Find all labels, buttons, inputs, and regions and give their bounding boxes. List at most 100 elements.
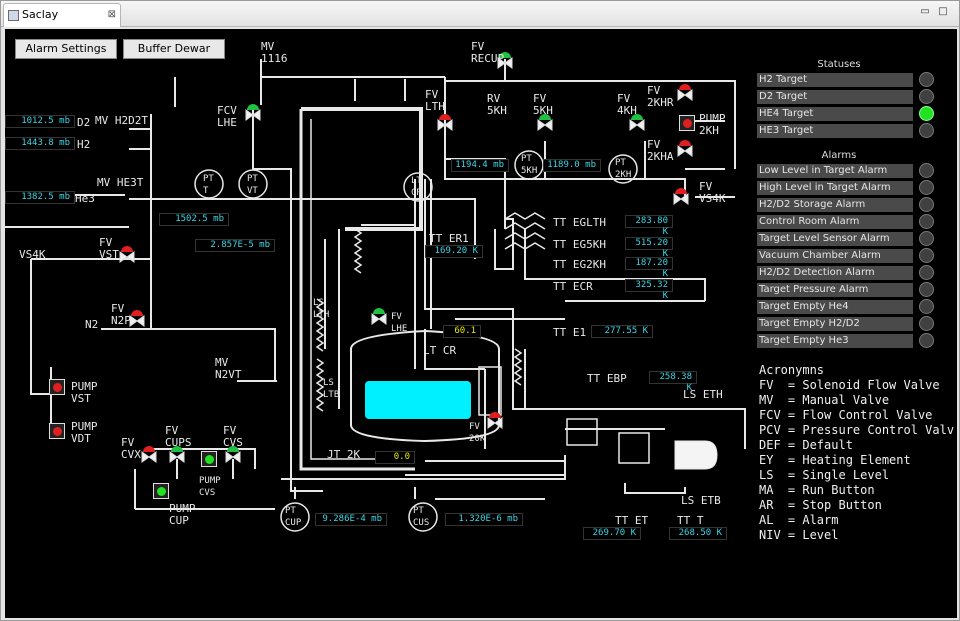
alarm-row: High Level in Target Alarm	[757, 181, 913, 195]
pt-cus-readout: 1.320E-6 mb	[445, 513, 523, 526]
alarm-row: Target Empty H2/D2	[757, 317, 913, 331]
acronym-entry: FCV = Flow Control Valve	[759, 408, 933, 422]
tt-er1-readout: 169.20 K	[425, 245, 483, 258]
close-icon[interactable]: ⊠	[107, 9, 116, 20]
fv-vs4k-label: FV VS4K	[699, 180, 726, 205]
status-row: HE4 Target	[757, 107, 913, 121]
alarm-indicator-icon	[919, 197, 934, 212]
acronym-entry: FV = Solenoid Flow Valve	[759, 378, 940, 392]
pt-5kh-label: PT 5KH	[521, 154, 538, 176]
alarms-title: Alarms	[821, 150, 857, 161]
jt2k-readout: 0.0	[375, 451, 415, 464]
valve-icon[interactable]	[677, 84, 693, 101]
pump-vst-button[interactable]	[49, 379, 65, 395]
pt-2kh-label: PT 2KH	[615, 158, 632, 180]
valve-icon[interactable]	[129, 310, 145, 327]
alarm-indicator-icon	[919, 316, 934, 331]
valve-icon[interactable]	[437, 114, 453, 131]
alarm-row: Control Room Alarm	[757, 215, 913, 229]
alarm-row: Vacuum Chamber Alarm	[757, 249, 913, 263]
fv-cvs-label: FV CVS	[223, 424, 243, 449]
ls-etb-label: LS ETB	[681, 494, 721, 507]
tt-eg2-label: TT EG2KH	[553, 258, 606, 271]
level-readout: 60.1	[443, 325, 481, 338]
pt-t-readout: 1502.5 mb	[159, 213, 229, 226]
pt-vt-readout: 2.857E-5 mb	[195, 239, 275, 252]
acronym-entry: AR = Stop Button	[759, 498, 882, 512]
fv-vst-label: FV VST	[99, 236, 119, 261]
d2-label: D2	[77, 116, 91, 129]
tt-er1-label: TT ER1	[429, 232, 469, 245]
alarm-row: Low Level in Target Alarm	[757, 164, 913, 178]
pt-cus-label: PT CUS	[413, 506, 430, 528]
valve-icon[interactable]	[371, 308, 387, 325]
mv-he3t-label: MV HE3T	[97, 176, 144, 189]
tt-ebp-label: TT EBP	[587, 372, 627, 385]
status-row: HE3 Target	[757, 124, 913, 138]
fv-cups-label: FV CUPS	[165, 424, 192, 449]
lt-cr-label: LT CR	[411, 176, 422, 198]
fv-4kh-label: FV 4KH	[617, 92, 637, 117]
pump-cup-button[interactable]	[153, 483, 169, 499]
jt2k-label: JT 2K	[327, 448, 361, 461]
tt-ecr-readout: 325.32 K	[625, 279, 673, 301]
pump-cvs-button[interactable]	[201, 451, 217, 467]
target-cell	[365, 381, 471, 419]
acronym-entry: AL = Alarm	[759, 513, 839, 527]
mv-h2d2t-label: MV H2D2T	[95, 114, 148, 127]
valve-icon[interactable]	[225, 446, 241, 463]
valve-icon[interactable]	[245, 104, 261, 121]
maximize-icon[interactable]: □	[938, 6, 948, 17]
acronym-entry: MV = Manual Valve	[759, 393, 890, 407]
view-icon	[8, 10, 19, 21]
buffer-dewar-button[interactable]: Buffer Dewar	[123, 39, 225, 59]
pt-vt-label: PT VT	[247, 174, 258, 196]
pump-2kh-button[interactable]	[679, 115, 695, 131]
valve-icon[interactable]	[141, 446, 157, 463]
fv-n2p-label: FV N2P	[111, 302, 131, 327]
tt-egl-label: TT EGLTH	[553, 216, 606, 229]
mv-n2vt-label: MV N2VT	[215, 356, 242, 381]
status-indicator-icon	[919, 89, 934, 104]
valve-icon[interactable]	[119, 246, 135, 263]
lt-cr2-label: LT CR	[423, 344, 457, 357]
valve-icon[interactable]	[487, 412, 503, 429]
alarm-indicator-icon	[919, 163, 934, 178]
tt-et-readout: 269.70 K	[583, 527, 641, 540]
valve-icon[interactable]	[677, 140, 693, 157]
fv-lhe-label: FV LHE	[391, 312, 408, 334]
status-indicator-icon	[919, 72, 934, 87]
minimize-icon[interactable]: ▭	[920, 6, 930, 17]
pump-vdt-label: PUMP VDT	[71, 420, 98, 445]
status-indicator-icon	[919, 123, 934, 138]
target-vessel	[674, 440, 718, 470]
tab-saclay-cryotarget[interactable]: Saclay Cryotarget ⊠	[3, 3, 121, 43]
tt-ebp-readout: 258.38 K	[649, 371, 697, 393]
alarm-row: Target Level Sensor Alarm	[757, 232, 913, 246]
pt-2kh-readout: 1189.0 mb	[543, 159, 601, 172]
fv-recup-label: FV RECUP	[471, 40, 505, 65]
status-indicator-icon	[919, 106, 934, 121]
valve-icon[interactable]	[169, 446, 185, 463]
valve-icon[interactable]	[497, 52, 513, 69]
alarm-settings-button[interactable]: Alarm Settings	[15, 39, 117, 59]
acronyms-title: Acronymns	[759, 363, 825, 377]
ls-lth-label: LS LTH	[313, 298, 330, 320]
valve-icon[interactable]	[629, 114, 645, 131]
pt-t-label: PT T	[203, 174, 214, 196]
alarm-row: H2/D2 Detection Alarm	[757, 266, 913, 280]
alarm-indicator-icon	[919, 231, 934, 246]
alarm-row: Target Empty He3	[757, 334, 913, 348]
fv-5kh-label: FV 5KH	[533, 92, 553, 117]
valve-icon[interactable]	[537, 114, 553, 131]
pump-vdt-button[interactable]	[49, 423, 65, 439]
acronym-entry: MA = Run Button	[759, 483, 875, 497]
valve-icon[interactable]	[673, 188, 689, 205]
pump-cvs-label: PUMP CVS	[199, 476, 221, 498]
status-row: H2 Target	[757, 73, 913, 87]
tt-et-label: TT ET	[615, 514, 649, 527]
alarm-indicator-icon	[919, 299, 934, 314]
pt-cup-readout: 9.286E-4 mb	[315, 513, 387, 526]
h2-pressure-readout: 1443.8 mb	[5, 137, 75, 150]
